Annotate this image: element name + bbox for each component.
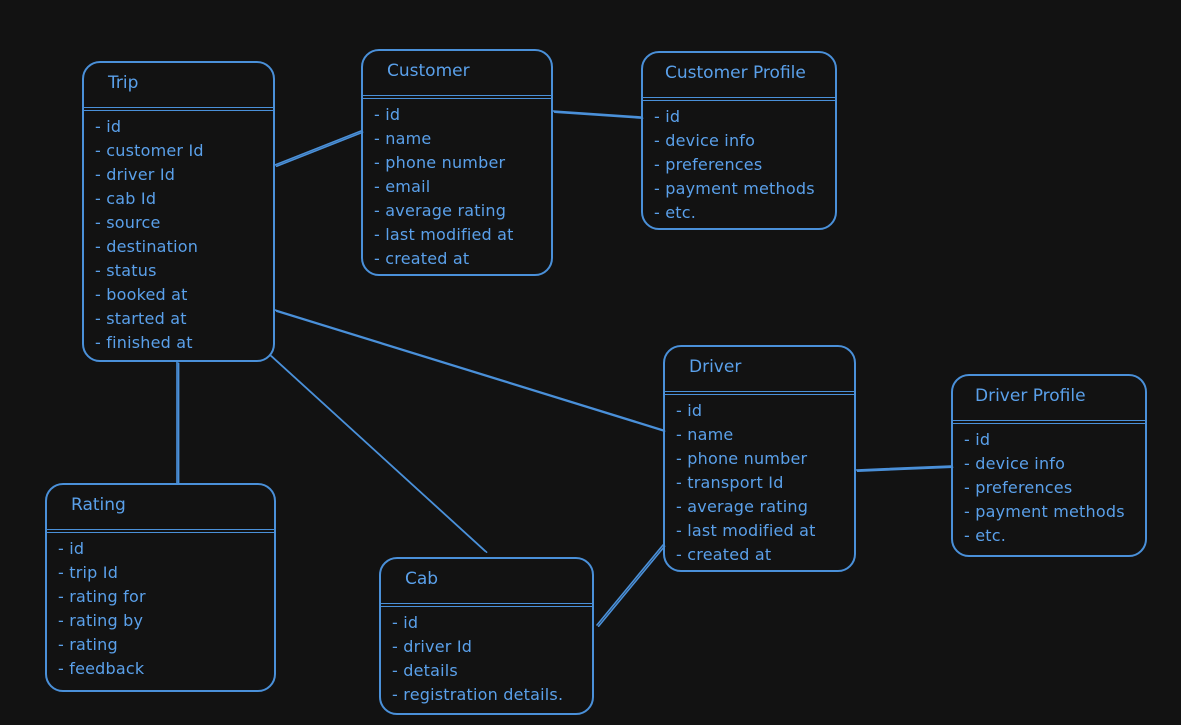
- entity-field: id: [374, 103, 514, 127]
- entity-title: Trip: [108, 73, 139, 93]
- entity-field: phone number: [374, 151, 514, 175]
- entity-field: started at: [95, 307, 204, 331]
- entity-field: email: [374, 175, 514, 199]
- entity-field: id: [95, 115, 204, 139]
- entity-title: Customer Profile: [665, 63, 806, 83]
- entity-field: preferences: [654, 153, 815, 177]
- entity-field: phone number: [676, 447, 816, 471]
- relationship-line-driver-driver_profile: [855, 465, 952, 471]
- relationship-line-trip-cab: [270, 355, 488, 554]
- field-list: idnamephone numbertransport Idaverage ra…: [676, 399, 816, 567]
- relationship-line-cab-driver: [596, 544, 664, 626]
- title-divider: [381, 603, 592, 607]
- entity-field: last modified at: [676, 519, 816, 543]
- entity-field: etc.: [654, 201, 815, 225]
- entity-field: device info: [964, 452, 1125, 476]
- entity-field: preferences: [964, 476, 1125, 500]
- field-list: idnamephone numberemailaverage ratinglas…: [374, 103, 514, 271]
- entity-field: rating for: [58, 585, 146, 609]
- entity-title: Rating: [71, 495, 126, 515]
- entity-field: transport Id: [676, 471, 816, 495]
- entity-field: registration details.: [392, 683, 563, 707]
- entity-title: Cab: [405, 569, 439, 589]
- entity-field: customer Id: [95, 139, 204, 163]
- entity-field: name: [374, 127, 514, 151]
- field-list: idcustomer Iddriver Idcab Idsourcedestin…: [95, 115, 204, 355]
- entity-field: status: [95, 259, 204, 283]
- entity-field: destination: [95, 235, 204, 259]
- relationship-line-trip-customer: [275, 131, 364, 167]
- entity-field: average rating: [676, 495, 816, 519]
- entity-field: rating by: [58, 609, 146, 633]
- entity-field: id: [654, 105, 815, 129]
- entity-rating[interactable]: Rating idtrip Idrating forrating byratin…: [45, 483, 276, 692]
- relationship-line-trip-driver: [275, 310, 666, 433]
- entity-field: source: [95, 211, 204, 235]
- entity-field: cab Id: [95, 187, 204, 211]
- entity-customer-profile[interactable]: Customer Profile iddevice infopreference…: [641, 51, 837, 230]
- relationship-line-customer-customer_profile: [552, 110, 642, 118]
- field-list: iddriver Iddetailsregistration details.: [392, 611, 563, 707]
- relationship-line-customer-customer_profile: [553, 111, 644, 119]
- entity-field: trip Id: [58, 561, 146, 585]
- entity-field: id: [964, 428, 1125, 452]
- entity-field: payment methods: [964, 500, 1125, 524]
- entity-field: details: [392, 659, 563, 683]
- entity-field: etc.: [964, 524, 1125, 548]
- entity-customer[interactable]: Customer idnamephone numberemailaverage …: [361, 49, 553, 276]
- entity-title: Driver: [689, 357, 742, 377]
- entity-field: booked at: [95, 283, 204, 307]
- title-divider: [643, 97, 835, 101]
- title-divider: [84, 107, 273, 111]
- title-divider: [47, 529, 274, 533]
- entity-title: Customer: [387, 61, 470, 81]
- entity-field: created at: [676, 543, 816, 567]
- entity-field: feedback: [58, 657, 146, 681]
- entity-field: last modified at: [374, 223, 514, 247]
- entity-field: id: [58, 537, 146, 561]
- entity-cab[interactable]: Cab iddriver Iddetailsregistration detai…: [379, 557, 594, 715]
- title-divider: [953, 420, 1145, 424]
- entity-field: name: [676, 423, 816, 447]
- entity-field: payment methods: [654, 177, 815, 201]
- entity-field: device info: [654, 129, 815, 153]
- relationship-line-cab-driver: [597, 545, 666, 628]
- entity-field: finished at: [95, 331, 204, 355]
- entity-title: Driver Profile: [975, 386, 1086, 406]
- field-list: iddevice infopreferencespayment methodse…: [964, 428, 1125, 548]
- entity-field: driver Id: [95, 163, 204, 187]
- entity-field: average rating: [374, 199, 514, 223]
- entity-field: id: [676, 399, 816, 423]
- relationship-line-driver-driver_profile: [856, 466, 954, 473]
- title-divider: [363, 95, 551, 99]
- entity-field: rating: [58, 633, 146, 657]
- entity-field: id: [392, 611, 563, 635]
- title-divider: [665, 391, 854, 395]
- entity-driver-profile[interactable]: Driver Profile iddevice infopreferencesp…: [951, 374, 1147, 557]
- entity-driver[interactable]: Driver idnamephone numbertransport Idave…: [663, 345, 856, 572]
- entity-field: created at: [374, 247, 514, 271]
- field-list: iddevice infopreferencespayment methodse…: [654, 105, 815, 225]
- entity-trip[interactable]: Trip idcustomer Iddriver Idcab Idsourced…: [82, 61, 275, 362]
- entity-field: driver Id: [392, 635, 563, 659]
- field-list: idtrip Idrating forrating byratingfeedba…: [58, 537, 146, 681]
- relationship-line-trip-customer: [274, 130, 362, 166]
